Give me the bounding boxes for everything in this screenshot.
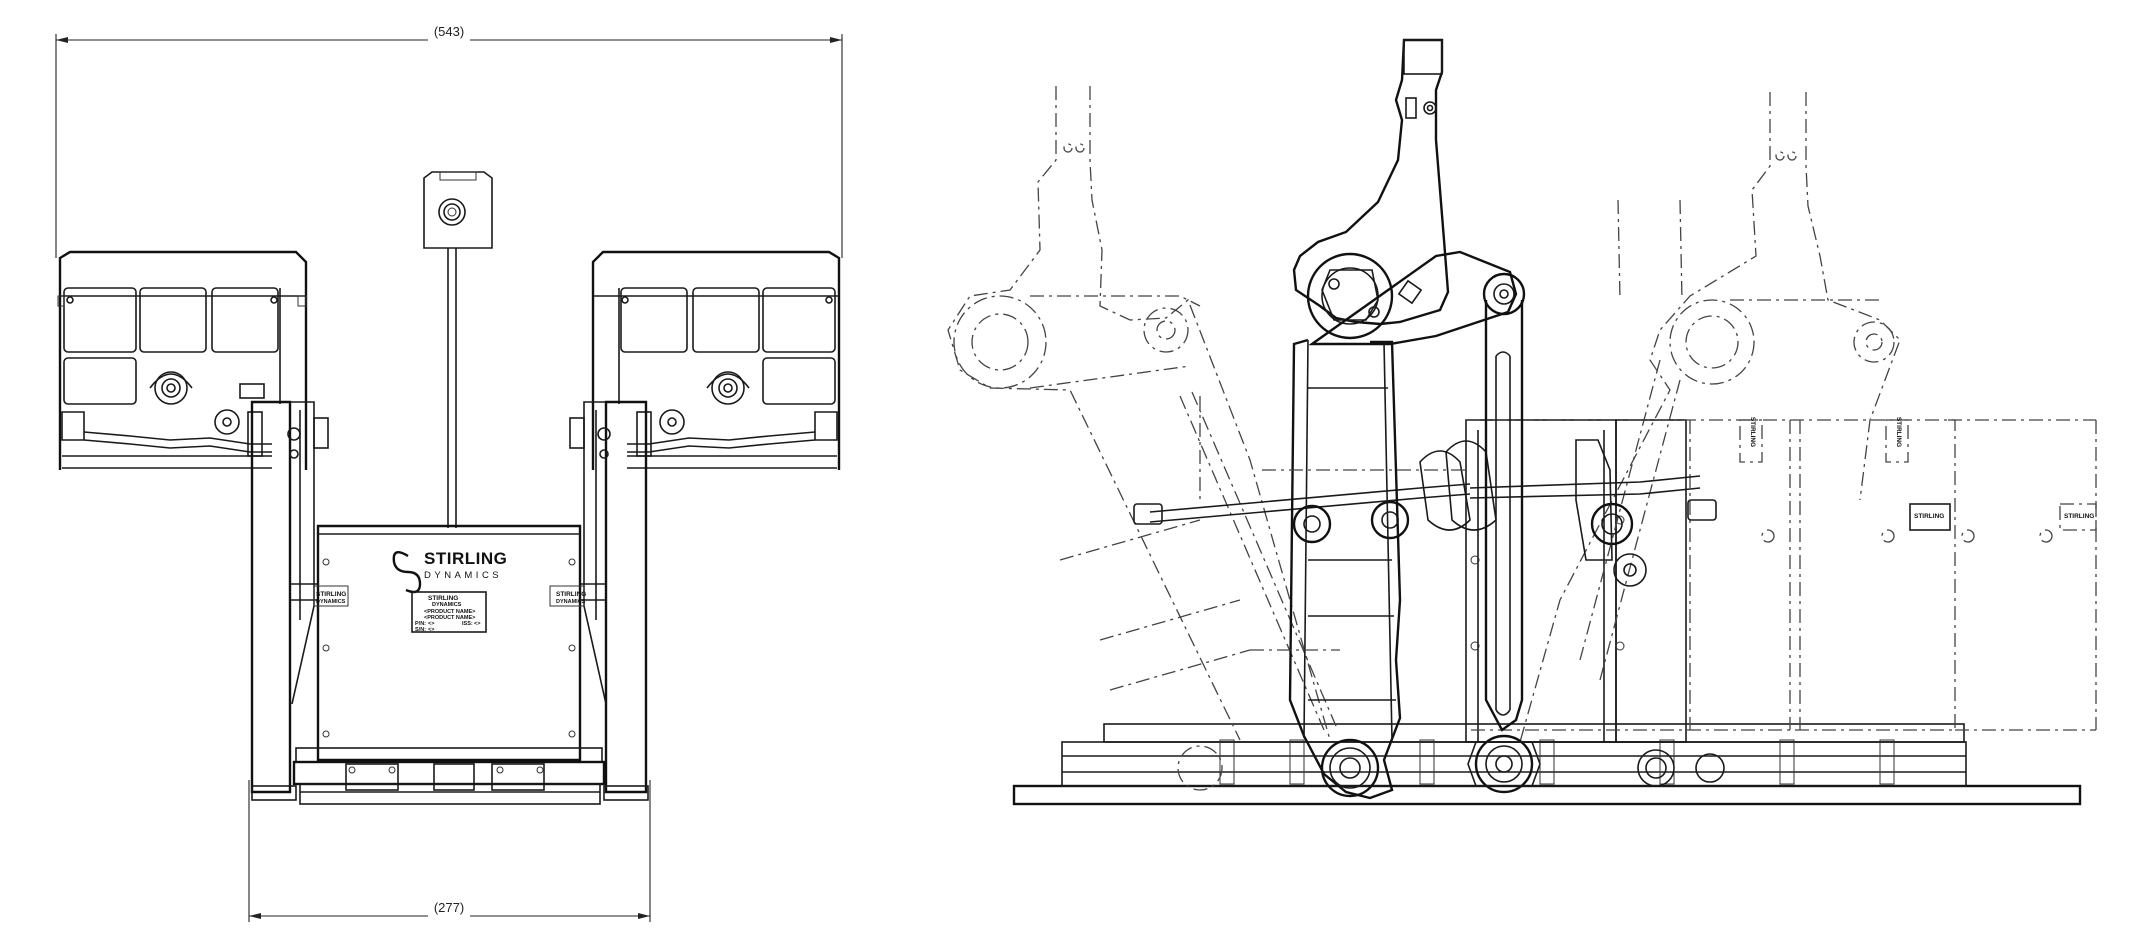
brand-line1: STIRLING [424, 549, 507, 568]
svg-text:STIRLING: STIRLING [1895, 417, 1902, 447]
side-base-plate [1012, 723, 2082, 806]
svg-text:DYNAMICS: DYNAMICS [556, 599, 586, 605]
svg-text:STIRLING: STIRLING [1914, 513, 1944, 520]
actuator-rod [1133, 439, 1717, 587]
left-pedal [57, 250, 308, 470]
nameplate-sn-label: S/N: [415, 627, 426, 633]
svg-text:DYNAMICS: DYNAMICS [316, 599, 346, 605]
nameplate-brand2: DYNAMICS [432, 602, 462, 608]
side-label-b: STIRLING [1885, 417, 1909, 463]
bottom-pivots [1320, 734, 1725, 798]
dimension-top: (543) [55, 24, 843, 258]
side-view: STIRLING STIRLING STIRLING STIRLING [947, 38, 2097, 806]
left-side-label: STIRLING DYNAMICS [313, 585, 349, 607]
nameplate-pn-label: P/N: [415, 621, 426, 627]
ghost-pedal-right [1519, 92, 1901, 743]
side-housing [1465, 419, 2097, 743]
nameplate: STIRLING DYNAMICS <PRODUCT NAME> <PRODUC… [411, 591, 487, 633]
side-label-d: STIRLING [2059, 503, 2097, 531]
dimension-bottom: (277) [248, 780, 651, 922]
svg-text:STIRLING: STIRLING [2064, 513, 2094, 520]
ghost-pedal-left [947, 86, 1337, 791]
side-label-c: STIRLING [1909, 503, 1951, 531]
nameplate-sn-value: <> [428, 627, 434, 633]
front-base [251, 747, 649, 805]
side-label-a: STIRLING [1739, 417, 1763, 463]
dimension-top-label: (543) [434, 24, 464, 39]
dimension-bottom-label: (277) [434, 900, 464, 915]
svg-text:STIRLING: STIRLING [556, 591, 586, 598]
central-housing: STIRLING DYNAMICS STIRLING DYNAMICS <PRO… [313, 524, 586, 762]
left-arm [250, 400, 329, 794]
nameplate-product1: <PRODUCT NAME> [424, 609, 475, 615]
brand-logo-icon [392, 550, 422, 594]
nameplate-iss-value: <> [474, 621, 480, 627]
nameplate-iss-label: ISS: [462, 621, 473, 627]
construction-lines [1199, 199, 1683, 651]
nameplate-product2: <PRODUCT NAME> [424, 615, 475, 621]
nameplate-brand1: STIRLING [428, 595, 458, 602]
right-side-label: STIRLING DYNAMICS [549, 585, 586, 607]
top-sensor-head [423, 171, 493, 528]
right-arm [569, 400, 648, 794]
main-pedal-arm [1288, 38, 1526, 800]
brand-logo: STIRLING DYNAMICS [392, 549, 507, 594]
svg-text:STIRLING: STIRLING [1749, 417, 1756, 447]
nameplate-pn-value: <> [428, 621, 434, 627]
front-view: STIRLING DYNAMICS STIRLING DYNAMICS <PRO… [57, 171, 841, 805]
right-pedal [591, 250, 841, 470]
brand-line2: DYNAMICS [424, 570, 502, 581]
svg-text:STIRLING: STIRLING [316, 591, 346, 598]
